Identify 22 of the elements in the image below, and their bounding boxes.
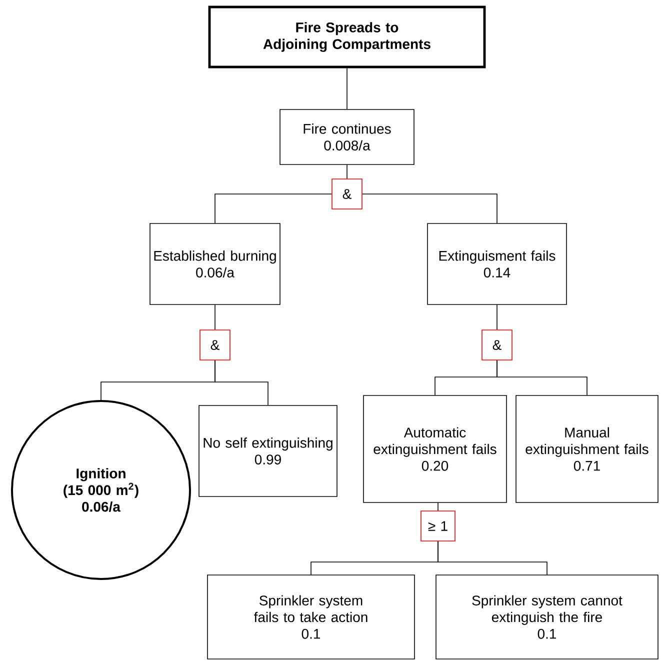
- connector-line: [214, 360, 268, 406]
- connector-line: [496, 304, 498, 330]
- connector-line: [214, 194, 332, 224]
- event-box: No self extinguishing 0.99: [198, 405, 338, 497]
- logic-gate-box: &: [332, 178, 362, 210]
- event-box: Established burning 0.06/a: [150, 223, 280, 305]
- connector-line: [214, 304, 216, 330]
- logic-gate-box: ≥ 1: [420, 510, 456, 542]
- event-box: Extinguisment fails 0.14: [427, 223, 567, 305]
- connector-line: [362, 194, 498, 224]
- event-box: Fire continues 0.008/a: [280, 109, 414, 165]
- event-box: Sprinkler system fails to take action 0.1: [207, 574, 415, 660]
- logic-gate-box: &: [482, 330, 512, 360]
- event-box: Automatic extinguishment fails 0.20: [363, 395, 507, 503]
- connector-line: [438, 541, 548, 575]
- connector-line: [346, 164, 348, 179]
- event-box: Sprinkler system cannot extinguish the fire 0.1: [436, 574, 658, 660]
- logic-gate-box: &: [200, 330, 230, 360]
- connector-line: [496, 360, 588, 396]
- event-box: Manual extinguishment fails 0.71: [516, 395, 658, 503]
- top-event-box: Fire Spreads to Adjoining Compartments: [208, 6, 486, 68]
- connector-line: [346, 68, 348, 110]
